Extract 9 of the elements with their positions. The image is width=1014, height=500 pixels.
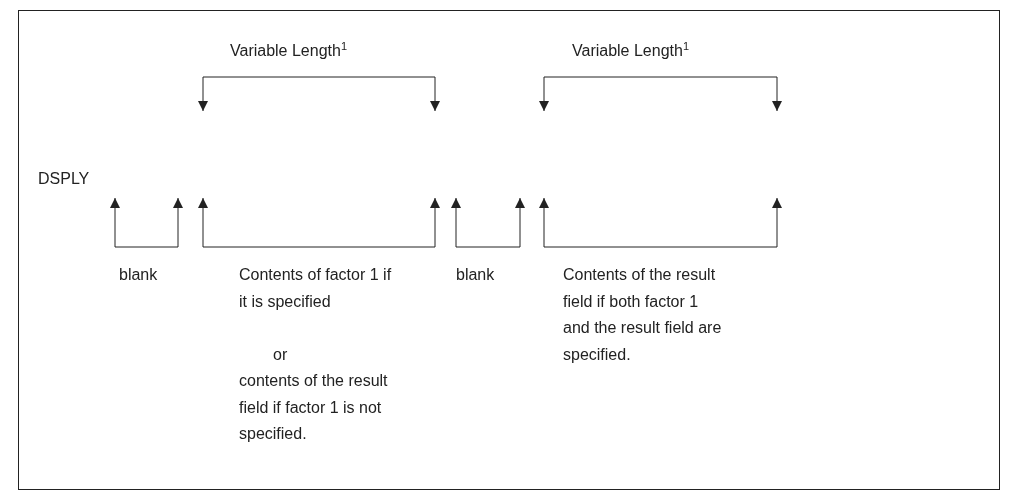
command-label: DSPLY <box>38 169 91 189</box>
field-description: Contents of factor 1 if it is specified <box>239 265 393 312</box>
field-description: blank <box>456 265 496 285</box>
field-description: blank <box>119 265 159 285</box>
field-description: or <box>273 344 289 365</box>
field-description: Contents of the result field if both factor 1 and the result field are specified. <box>563 265 723 365</box>
dimension-label: Variable Length$^{1}$ <box>230 39 349 61</box>
dimension-label: Variable Length$^{1}$ <box>572 39 691 61</box>
field-description: contents of the result field if factor 1 is not specified. <box>239 371 389 444</box>
